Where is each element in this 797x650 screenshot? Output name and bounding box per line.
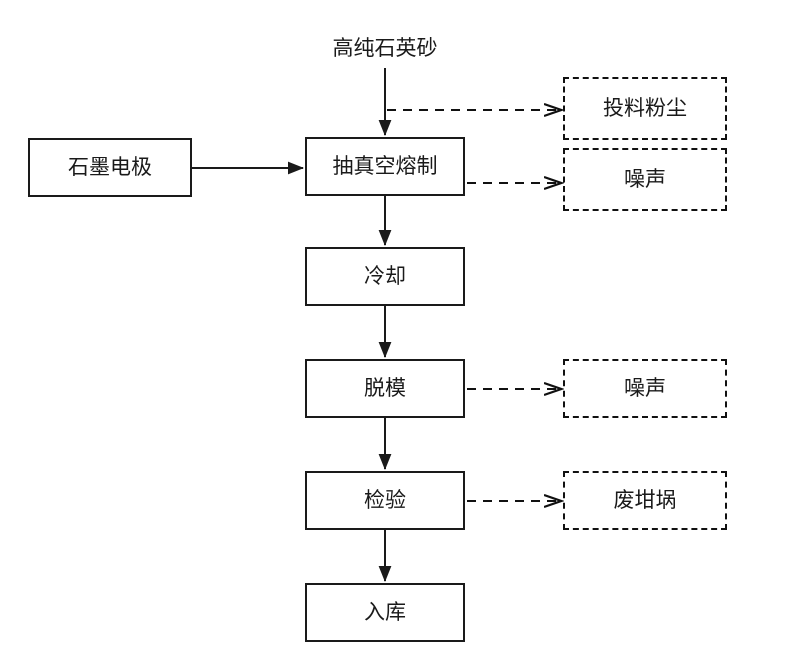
node-cooling: 冷却 <box>305 247 465 306</box>
node-noise-demolding: 噪声 <box>563 359 727 418</box>
diagram-title: 高纯石英砂 <box>332 36 438 60</box>
node-vacuum-melting-label: 抽真空熔制 <box>332 153 438 178</box>
node-warehousing-label: 入库 <box>364 599 406 624</box>
node-waste-crucible-label: 废坩埚 <box>613 487 677 512</box>
node-noise-demolding-label: 噪声 <box>624 375 666 400</box>
node-demolding-label: 脱模 <box>364 375 406 400</box>
node-feeding-dust-label: 投料粉尘 <box>603 95 687 120</box>
node-waste-crucible: 废坩埚 <box>563 471 727 530</box>
node-demolding: 脱模 <box>305 359 465 418</box>
node-cooling-label: 冷却 <box>364 263 406 288</box>
node-feeding-dust: 投料粉尘 <box>563 77 727 140</box>
node-graphite-electrode: 石墨电极 <box>28 138 192 197</box>
node-noise-melting-label: 噪声 <box>624 166 666 191</box>
node-warehousing: 入库 <box>305 583 465 642</box>
node-graphite-electrode-label: 石墨电极 <box>68 154 152 179</box>
node-noise-melting: 噪声 <box>563 148 727 211</box>
node-vacuum-melting: 抽真空熔制 <box>305 137 465 196</box>
node-inspection: 检验 <box>305 471 465 530</box>
node-inspection-label: 检验 <box>364 487 406 512</box>
